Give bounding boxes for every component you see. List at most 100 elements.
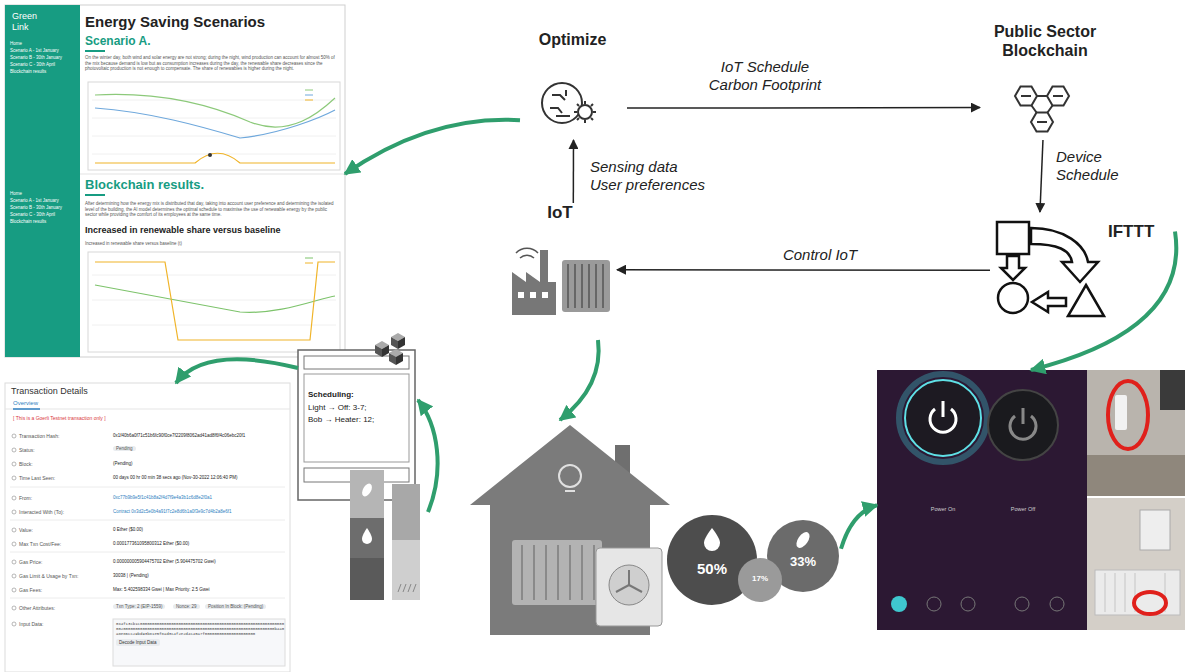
iot-icon bbox=[530, 292, 536, 298]
optimize-icon bbox=[578, 105, 592, 119]
dashboard-screenshot bbox=[95, 262, 335, 340]
app-screenshot bbox=[927, 597, 1064, 611]
energy-bars bbox=[408, 584, 411, 592]
dashboard-screenshot bbox=[305, 95, 313, 96]
node-text: Blockchain results. bbox=[85, 177, 204, 193]
flow-arrow bbox=[1031, 231, 1176, 370]
dashboard-screenshot bbox=[92, 136, 336, 137]
house-illustration bbox=[512, 540, 602, 605]
energy-bars bbox=[350, 470, 384, 600]
node-text: Optimize bbox=[520, 30, 625, 49]
node-text: Time Last Seen: bbox=[19, 475, 55, 481]
node-text: Txn Type: 2 (EIP-1559) bbox=[113, 604, 165, 609]
iot-icon bbox=[567, 264, 569, 308]
iot-node: IoT bbox=[505, 203, 617, 320]
connector-arrow bbox=[627, 107, 980, 109]
transaction-screenshot bbox=[12, 476, 16, 480]
app-screenshot bbox=[1160, 370, 1185, 410]
dashboard-screenshot bbox=[85, 50, 105, 52]
dashboard-screenshot bbox=[95, 285, 335, 312]
house-illustration bbox=[569, 545, 571, 600]
house-illustration bbox=[557, 545, 559, 600]
ifttt-shapes bbox=[1032, 292, 1066, 312]
optimize-icon bbox=[542, 83, 582, 123]
house-illustration bbox=[616, 570, 642, 592]
iot-icon bbox=[512, 248, 610, 315]
app-screenshot bbox=[1095, 570, 1180, 615]
dashboard-screenshot bbox=[92, 275, 336, 276]
energy-bars bbox=[350, 470, 420, 600]
dashboard-screenshot bbox=[208, 153, 212, 157]
transaction-screenshot bbox=[10, 487, 285, 488]
app-screenshot bbox=[1140, 510, 1170, 550]
app-screenshot bbox=[1087, 498, 1185, 630]
node-text: Scenario C - 30th April bbox=[10, 62, 55, 67]
energy-bars bbox=[403, 584, 406, 592]
transaction-screenshot bbox=[12, 496, 16, 500]
node-text: Gas Fees: bbox=[19, 587, 42, 593]
app-screenshot bbox=[961, 597, 975, 611]
house-illustration bbox=[609, 565, 649, 605]
house-illustration bbox=[593, 545, 595, 600]
blockchain-cubes bbox=[391, 337, 398, 349]
transaction-screenshot bbox=[12, 622, 16, 626]
house-illustration bbox=[470, 425, 670, 635]
node-text: Position In Block: (Pending) bbox=[205, 604, 266, 609]
app-screenshot bbox=[988, 390, 1058, 460]
app-screenshot bbox=[891, 596, 907, 612]
flow-arrow bbox=[418, 400, 438, 512]
app-panel: Power On Power Off bbox=[877, 370, 1185, 630]
blockchain-cubes bbox=[396, 353, 403, 365]
node-text: Interacted With (To): bbox=[19, 509, 64, 515]
transaction-panel: Transaction DetailsOverview[ This is a G… bbox=[5, 383, 290, 672]
dashboard-screenshot bbox=[5, 5, 345, 357]
node-text: 0.000177361095800312 Ether ($0.00) bbox=[113, 541, 189, 546]
house-illustration bbox=[628, 570, 630, 585]
transaction-screenshot bbox=[12, 528, 16, 532]
node-text: Power On bbox=[916, 506, 970, 513]
node-text: Home bbox=[10, 41, 22, 46]
transaction-screenshot bbox=[5, 383, 290, 672]
dashboard-screenshot bbox=[305, 100, 313, 101]
app-screenshot bbox=[1087, 455, 1185, 496]
energy-bars bbox=[350, 470, 384, 518]
app-screenshot bbox=[905, 380, 981, 456]
transaction-screenshot bbox=[12, 560, 16, 564]
blockchain-icon bbox=[1021, 96, 1063, 122]
node-text: [ This is a Goerli Testnet transaction o… bbox=[13, 415, 106, 421]
iot-icon bbox=[518, 292, 524, 298]
percent-circles bbox=[794, 530, 813, 550]
dashboard-screenshot bbox=[305, 258, 313, 259]
percent-circle: 33% bbox=[767, 520, 841, 592]
node-text: Gas Price: bbox=[19, 559, 42, 565]
dashboard-screenshot bbox=[92, 275, 336, 325]
energy-bars bbox=[392, 540, 420, 600]
node-text: Power Off bbox=[996, 506, 1050, 513]
optimize-icon bbox=[574, 101, 596, 123]
node-text: Scheduling: bbox=[308, 390, 354, 400]
node-text: 30038 | (Pending) bbox=[113, 573, 149, 578]
edge-label: Sensing data User preferences bbox=[590, 158, 709, 194]
app-screenshot bbox=[1125, 573, 1126, 612]
node-text: Transaction Hash: bbox=[19, 433, 59, 439]
ifttt-shapes bbox=[998, 283, 1028, 313]
energy-bars bbox=[398, 584, 401, 592]
percent-circles bbox=[667, 515, 839, 605]
app-screenshot bbox=[877, 370, 1185, 630]
iot-icon bbox=[595, 264, 597, 308]
transaction-screenshot bbox=[10, 487, 285, 598]
app-screenshot bbox=[1108, 381, 1148, 449]
dashboard-screenshot bbox=[5, 5, 80, 357]
transaction-screenshot bbox=[12, 434, 16, 626]
node-text: Value: bbox=[19, 527, 33, 533]
node-text: Max Txn Cost/Fee: bbox=[19, 541, 61, 547]
percent-circle: 50% bbox=[667, 515, 759, 605]
node-text: Increased in renewable share versus base… bbox=[85, 225, 281, 236]
house-illustration bbox=[533, 545, 535, 600]
optimize-icon bbox=[550, 90, 570, 116]
iot-icon bbox=[581, 264, 583, 308]
dashboard-screenshot bbox=[92, 300, 336, 301]
schedule-card-frame bbox=[304, 374, 409, 462]
percent-circle: 17% bbox=[738, 558, 784, 602]
